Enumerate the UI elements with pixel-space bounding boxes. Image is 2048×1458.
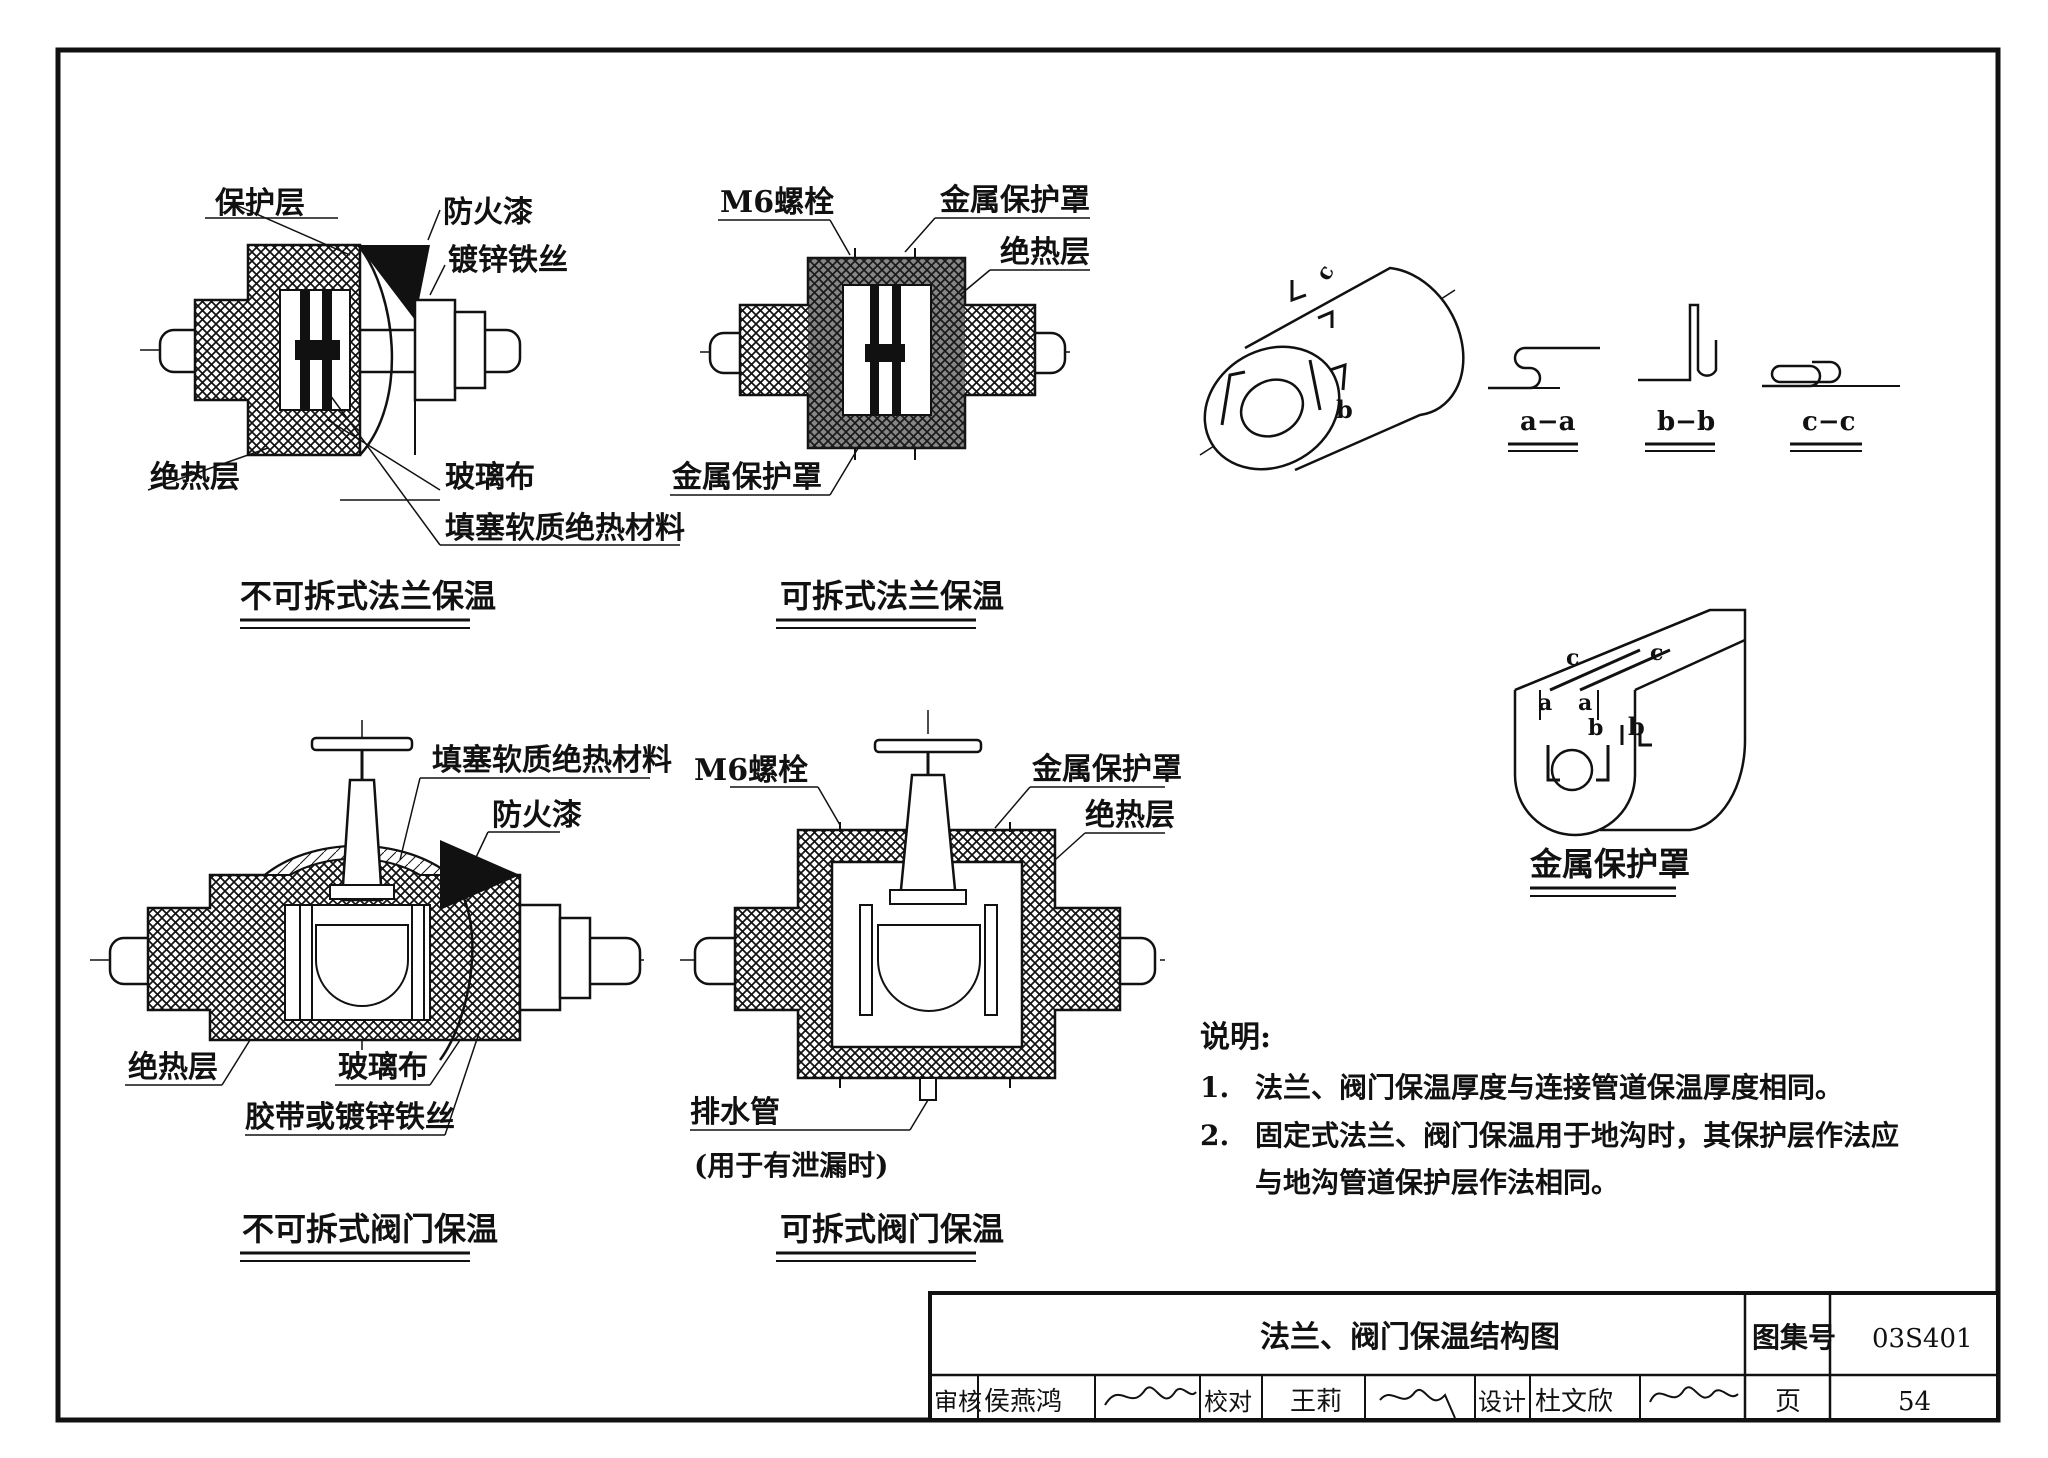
mark-b-outer: b (1628, 712, 1645, 741)
page-label: 页 (1775, 1387, 1801, 1417)
figure-cylinder-detail: c b (1199, 260, 1465, 472)
section-profiles: a−a b−b c−c (1488, 303, 1900, 452)
note-2-number: 2. (1200, 1119, 1229, 1152)
designer-name: 杜文欣 (1535, 1387, 1613, 1417)
reviewer-name: 侯燕鸿 (984, 1387, 1062, 1417)
mark-a-left: a (1538, 690, 1552, 716)
notes-block: 说明: 1. 法兰、阀门保温厚度与连接管道保温厚度相同。 2. 固定式法兰、阀门… (1200, 1020, 1899, 1199)
title-valve-fixed: 不可拆式阀门保温 (242, 1210, 498, 1248)
section-bb-label: b−b (1657, 407, 1715, 437)
section-aa-label: a−a (1520, 407, 1576, 437)
mark-a-right: a (1578, 690, 1592, 716)
valve-bonnet (340, 778, 384, 902)
cylinder-bore (1239, 378, 1305, 438)
mark-c: c (1311, 260, 1340, 285)
note-2-line-2: 与地沟管道保护层作法相同。 (1255, 1166, 1619, 1199)
label-insulation-layer: 绝热层 (1085, 798, 1175, 833)
flange-collar-inner (453, 310, 487, 390)
label-drain-note: (用于有泄漏时) (694, 1149, 889, 1182)
figure-valve-fixed: 填塞软质绝热材料 防火漆 绝热层 玻璃布 胶带或镀锌铁丝 不可拆式阀门保温 (90, 720, 672, 1262)
note-2-line-1: 固定式法兰、阀门保温用于地沟时，其保护层作法应 (1255, 1119, 1899, 1152)
valve-handwheel (873, 738, 983, 754)
label-fireproof-paint: 防火漆 (492, 798, 582, 833)
label-metal-cover: 金属保护罩 (1031, 752, 1182, 787)
mark-b: b (1336, 395, 1353, 424)
figure-metal-cover: a a b b c c 金属保护罩 (1513, 608, 1747, 897)
label-insulation-layer: 绝热层 (1000, 235, 1090, 270)
label-fireproof-paint: 防火漆 (443, 195, 533, 230)
title-flange-fixed: 不可拆式法兰保温 (240, 577, 496, 615)
label-tape-or-wire: 胶带或镀锌铁丝 (245, 1100, 455, 1135)
mark-c-left: c (1566, 645, 1579, 671)
figure-flange-fixed: 保护层 防火漆 镀锌铁丝 绝热层 玻璃布 填塞软质绝热材料 不可拆式法兰保温 (140, 186, 685, 629)
label-m6-bolt: M6螺栓 (694, 753, 808, 788)
notes-heading: 说明: (1200, 1020, 1271, 1055)
valve-handwheel (310, 736, 414, 752)
mark-c-right: c (1650, 640, 1663, 666)
atlas-label: 图集号 (1752, 1321, 1836, 1354)
label-galvanized-wire: 镀锌铁丝 (448, 243, 568, 278)
label-insulation-layer: 绝热层 (128, 1050, 218, 1085)
title-block: 法兰、阀门保温结构图 图集号 03S401 审核 侯燕鸿 校对 王莉 设计 杜文… (928, 1291, 2000, 1422)
note-1-number: 1. (1200, 1071, 1229, 1104)
drawing-title: 法兰、阀门保温结构图 (1260, 1320, 1560, 1355)
checker-name: 王莉 (1290, 1387, 1342, 1417)
title-metal-cover: 金属保护罩 (1529, 845, 1690, 883)
designer-signature (1649, 1386, 1739, 1403)
note-1-text: 法兰、阀门保温厚度与连接管道保温厚度相同。 (1255, 1071, 1843, 1104)
page-number: 54 (1898, 1387, 1931, 1417)
section-cc-label: c−c (1802, 407, 1855, 437)
figure-flange-removable: M6螺栓 金属保护罩 绝热层 金属保护罩 可拆式法兰保温 (670, 183, 1090, 629)
title-valve-removable: 可拆式阀门保温 (780, 1210, 1004, 1248)
atlas-number: 03S401 (1872, 1324, 1973, 1354)
title-flange-removable: 可拆式法兰保温 (780, 577, 1004, 615)
figure-valve-removable: M6螺栓 金属保护罩 绝热层 排水管 (用于有泄漏时) 可拆式阀门保温 (680, 710, 1182, 1262)
label-soft-filler: 填塞软质绝热材料 (432, 743, 672, 778)
review-label: 审核 (934, 1388, 982, 1416)
label-glass-cloth: 玻璃布 (338, 1050, 428, 1085)
flange-collar (413, 298, 457, 402)
label-glass-cloth: 玻璃布 (445, 460, 535, 495)
flange-cavity (842, 284, 932, 416)
label-m6-bolt: M6螺栓 (720, 185, 834, 220)
fireproof-paint-wedge (358, 245, 430, 320)
label-metal-cover-top: 金属保护罩 (939, 183, 1090, 218)
label-insulation-layer: 绝热层 (150, 460, 240, 495)
reviewer-signature (1104, 1386, 1197, 1406)
label-protective-layer: 保护层 (215, 186, 305, 221)
valve-bonnet (898, 773, 958, 902)
fireproof-paint-wedge (440, 840, 520, 910)
mark-b-inner: b (1588, 715, 1603, 741)
label-metal-cover-bottom: 金属保护罩 (671, 460, 822, 495)
checker-signature (1379, 1389, 1456, 1419)
design-label: 设计 (1478, 1388, 1526, 1416)
flange-bolt (295, 340, 340, 360)
cover-bore (1550, 748, 1594, 792)
check-label: 校对 (1204, 1388, 1252, 1416)
label-drain-pipe: 排水管 (690, 1095, 780, 1130)
label-soft-filler: 填塞软质绝热材料 (445, 511, 685, 546)
